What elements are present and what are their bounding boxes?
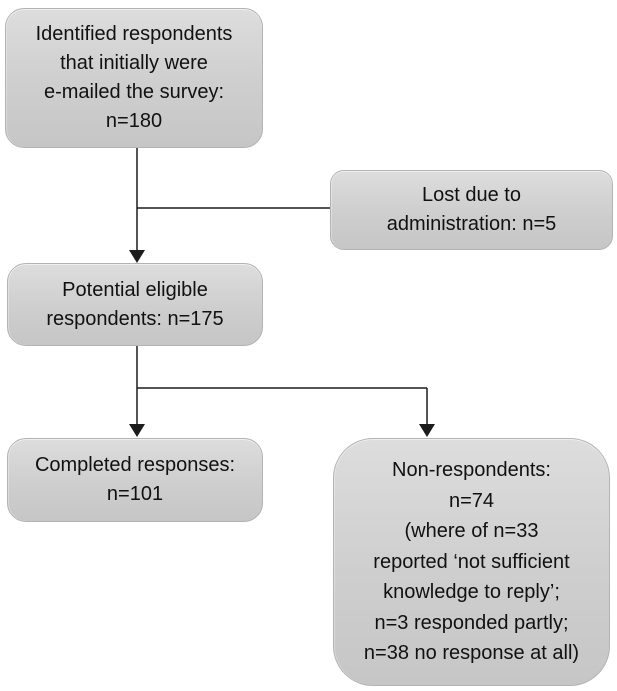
- box-text-line: n=74: [448, 489, 495, 512]
- box-text-line: that initially were: [60, 52, 208, 74]
- box-text-line: respondents: n=175: [46, 307, 224, 330]
- box-text-line: administration: n=5: [386, 213, 557, 235]
- box-text-line: Lost due to: [422, 184, 521, 206]
- box-text-line: n=38 no response at all): [363, 642, 580, 665]
- box-text-line: n=180: [105, 110, 163, 132]
- arrowhead-completed: [129, 424, 145, 437]
- box-text-line: Non-respondents:: [392, 459, 551, 482]
- box-text-line: n=3 responded partly;: [374, 611, 569, 634]
- box-text-line: Potential eligible: [62, 278, 208, 301]
- flow-box-non-respondents: Non-respondents: n=74 (where of n=33 rep…: [333, 438, 610, 686]
- arrowhead-eligible: [129, 250, 145, 263]
- box-text-line: knowledge to reply’;: [383, 581, 560, 604]
- arrowhead-non-respondents: [419, 424, 435, 437]
- box-text-line: Identified respondents: [35, 23, 233, 45]
- box-text-line: Completed responses:: [34, 454, 236, 476]
- box-text-line: reported ‘not sufficient: [373, 550, 570, 573]
- flow-box-identified-respondents: Identified respondents that initially we…: [5, 8, 263, 148]
- flow-box-potential-eligible: Potential eligible respondents: n=175: [7, 263, 263, 346]
- flow-box-completed-responses: Completed responses: n=101: [7, 438, 263, 522]
- box-text-line: (where of n=33: [404, 520, 539, 543]
- flow-box-lost-to-administration: Lost due to administration: n=5: [330, 170, 613, 250]
- box-text-line: n=101: [106, 483, 164, 505]
- box-text-line: e-mailed the survey:: [43, 81, 225, 103]
